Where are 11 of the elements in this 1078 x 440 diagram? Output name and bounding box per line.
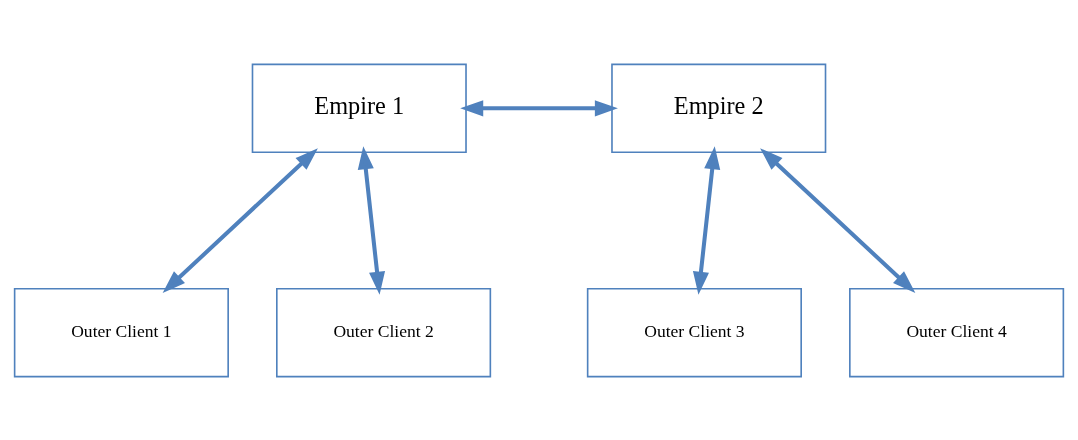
node-box: Outer Client 4	[849, 287, 1065, 377]
arrow	[357, 145, 386, 295]
arrow	[460, 99, 618, 116]
arrow	[162, 147, 318, 293]
node-box: Outer Client 1	[13, 287, 229, 377]
node-box: Outer Client 3	[586, 287, 802, 377]
node-box: Empire 1	[251, 63, 467, 153]
arrow	[692, 145, 721, 295]
node-box: Empire 2	[611, 63, 827, 153]
arrow	[760, 147, 916, 293]
node-box: Outer Client 2	[276, 287, 492, 377]
